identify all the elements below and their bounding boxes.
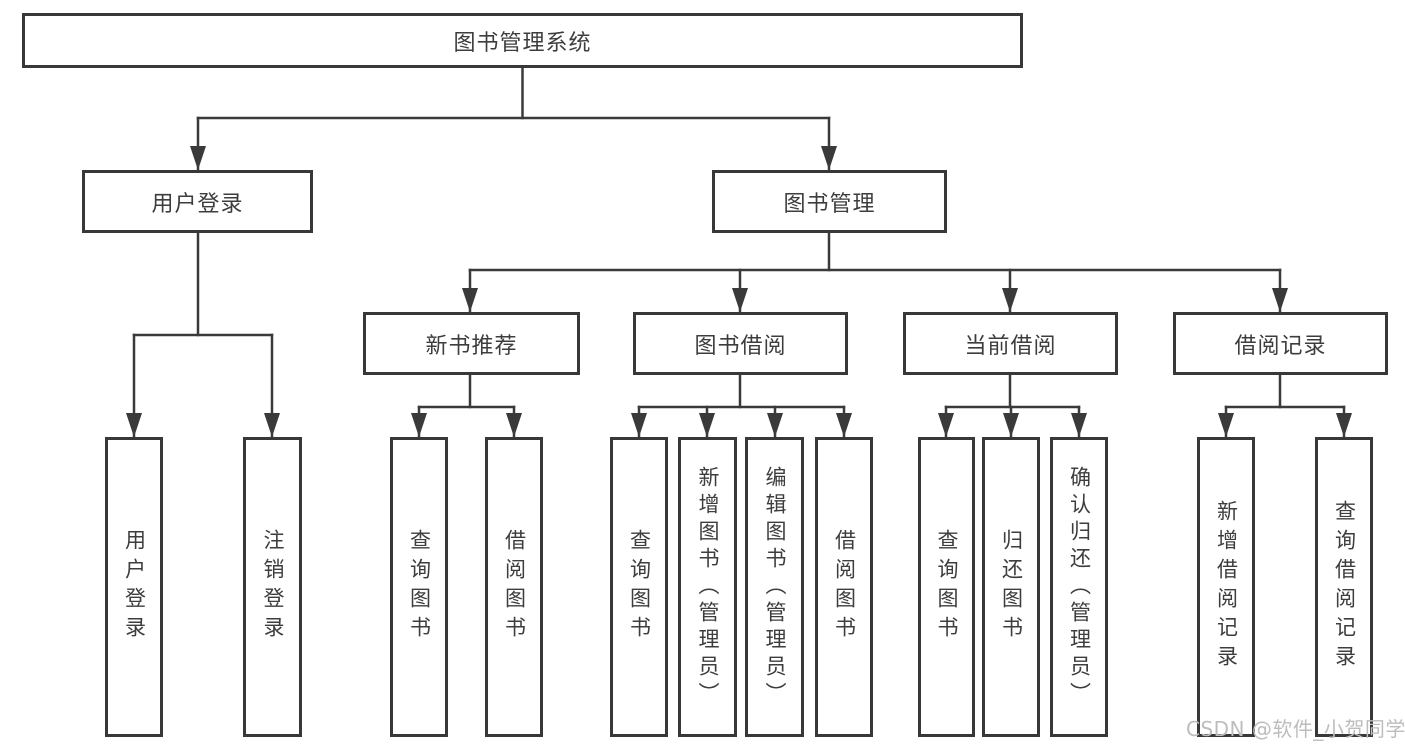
node-label: 图书管理系统 [453, 30, 592, 56]
node-label: 注销登录 [261, 529, 285, 645]
node-label: 新增借阅记录 [1214, 500, 1239, 674]
node-label: 借阅图书 [502, 529, 527, 645]
node-new-book-recommend: 新书推荐 [363, 312, 580, 375]
node-leaf-br-query-record: 查询借阅记录 [1315, 437, 1373, 737]
node-leaf-cb-return-books: 归还图书 [982, 437, 1040, 737]
node-leaf-cb-confirm-return-admin: 确认归还（管理员） [1050, 437, 1108, 737]
node-label: 用户登录 [122, 529, 147, 645]
node-leaf-user-login: 用户登录 [105, 437, 163, 737]
node-label: 编辑图书（管理员） [763, 465, 787, 709]
connector-new-book-rec-children [411, 373, 522, 438]
node-label: 新书推荐 [425, 333, 518, 359]
node-label: 新增图书（管理员） [696, 465, 720, 709]
node-leaf-bb-query-books: 查询图书 [610, 437, 668, 737]
connector-root-to-level2 [190, 66, 837, 171]
node-leaf-logout: 注销登录 [243, 437, 302, 737]
node-label: 借阅图书 [832, 529, 857, 645]
node-label: 查询借阅记录 [1332, 500, 1357, 674]
node-leaf-bb-add-books-admin: 新增图书（管理员） [678, 437, 737, 737]
csdn-watermark: CSDN @软件_小贺同学 [1186, 717, 1405, 741]
node-label: 图书借阅 [694, 333, 787, 359]
node-borrowing-records: 借阅记录 [1173, 312, 1388, 375]
connector-current-borrow-children [938, 373, 1087, 438]
node-label: 当前借阅 [964, 333, 1057, 359]
node-leaf-rec-query-books: 查询图书 [390, 437, 448, 737]
node-label: 查询图书 [407, 529, 432, 645]
node-label: 借阅记录 [1234, 333, 1327, 359]
node-current-borrowing: 当前借阅 [903, 312, 1118, 375]
connector-book-mgmt-to-level3 [462, 231, 1288, 313]
connector-borrow-records-children [1218, 373, 1352, 438]
node-label: 归还图书 [999, 529, 1024, 645]
node-leaf-br-add-record: 新增借阅记录 [1197, 437, 1255, 737]
node-label: 查询图书 [935, 529, 959, 645]
node-book-management: 图书管理 [712, 170, 947, 233]
node-library-management-system: 图书管理系统 [22, 13, 1023, 68]
node-leaf-bb-borrow-books: 借阅图书 [815, 437, 873, 737]
connector-user-login-children [126, 231, 280, 438]
node-leaf-bb-edit-books-admin: 编辑图书（管理员） [745, 437, 804, 737]
node-leaf-cb-query-books: 查询图书 [918, 437, 975, 737]
node-leaf-rec-borrow-books: 借阅图书 [485, 437, 543, 737]
node-label: 查询图书 [627, 529, 652, 645]
node-label: 用户登录 [151, 191, 244, 217]
node-label: 图书管理 [783, 191, 876, 217]
connector-book-borrow-children [631, 373, 852, 438]
node-user-login: 用户登录 [82, 170, 313, 233]
node-label: 确认归还（管理员） [1067, 465, 1092, 709]
node-book-borrowing: 图书借阅 [633, 312, 848, 375]
